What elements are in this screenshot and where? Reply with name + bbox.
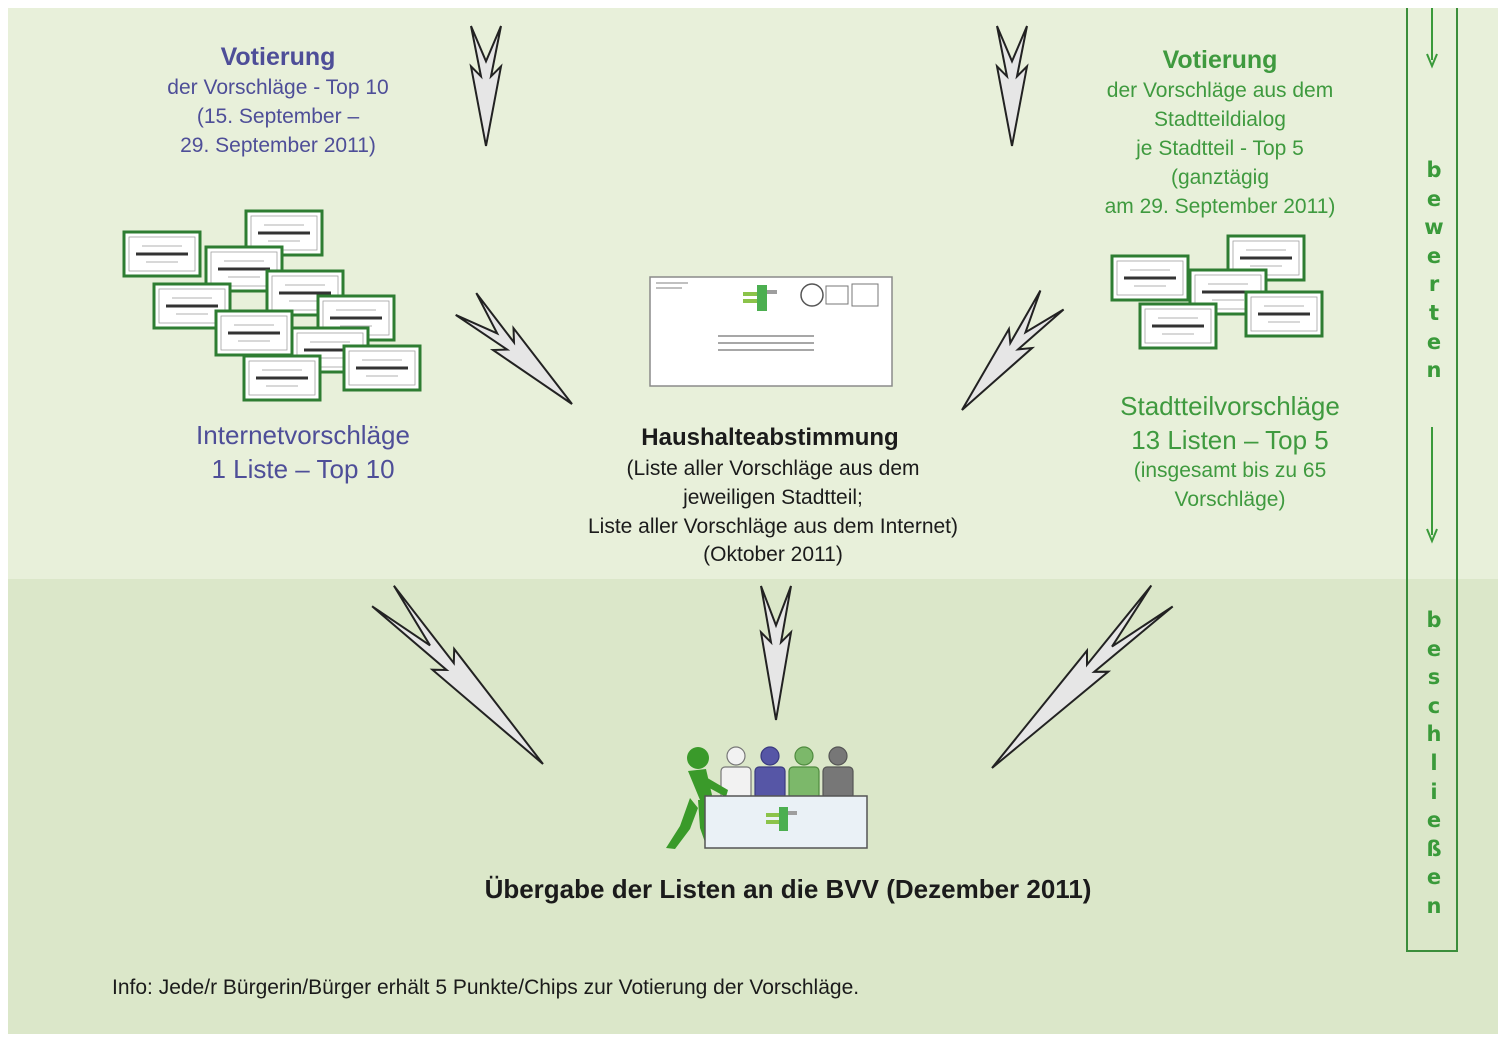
sidebar-letter: b [1426,158,1442,182]
person-gray [822,746,854,800]
right-votierung-line3: je Stadtteil - Top 5 [1136,137,1304,160]
sidebar-letter: ß [1426,836,1442,861]
internet-proposals-icon [122,209,422,402]
district-proposals-count: 13 Listen – Top 5 [1131,425,1329,455]
left-votierung-line2: (15. September – [196,105,360,128]
sidebar-letter: l [1430,750,1438,775]
people-at-table-icon [666,746,868,849]
person-lightgreen [788,746,820,800]
household-vote-line4: (Oktober 2011) [703,543,843,566]
household-vote-title: Haushalteabstimmung [641,424,899,451]
ballot-envelope-icon [649,276,893,387]
flow-arrows [371,25,1174,769]
right-votierung-line2: Stadtteildialog [1154,108,1286,131]
internet-proposals-count: 1 Liste – Top 10 [211,454,395,484]
phase-sidebar [1406,8,1458,952]
sidebar-letter: i [1430,779,1438,804]
internet-proposals-label: Internetvorschläge [196,420,410,450]
sidebar-letter: c [1427,693,1441,718]
district-proposals-note2: Vorschläge) [1174,488,1286,511]
right-votierung-line4: (ganztägig [1170,166,1270,189]
household-vote-line2: jeweiligen Stadtteil; [683,486,863,509]
household-vote-line1: (Liste aller Vorschläge aus dem [626,457,920,480]
sidebar-letter: n [1426,358,1442,383]
district-proposals-icon [1110,234,1324,350]
sidebar-letter: s [1427,665,1441,690]
sidebar-letter: e [1426,808,1442,833]
flow-arrow [961,290,1065,411]
sidebar-letter: h [1426,722,1442,747]
sidebar-letter: b [1426,608,1442,632]
sidebar-letter: n [1426,893,1442,918]
sidebar-letter: e [1426,636,1442,661]
person-white [720,746,752,800]
flow-arrow [371,585,544,765]
sidebar-letter: e [1426,329,1442,354]
handover-title: Übergabe der Listen an die BVV (Dezember… [484,874,1092,904]
person-blue [754,746,786,800]
flow-arrow [995,25,1029,147]
sidebar-letter: e [1426,243,1442,268]
district-proposals-note1: (insgesamt bis zu 65 [1133,459,1327,482]
sidebar-arrows [1426,8,1438,544]
right-votierung-title: Votierung [1162,46,1278,74]
right-votierung-line5: am 29. September 2011) [1104,195,1336,218]
household-vote-line3: Liste aller Vorschläge aus dem Internet) [587,515,959,538]
flow-arrow [991,584,1174,769]
left-votierung-line1: der Vorschläge - Top 10 [167,76,389,99]
left-votierung-title: Votierung [220,43,336,71]
sidebar-letter: e [1426,186,1442,211]
flow-arrow [469,25,503,147]
flow-arrow [455,292,573,405]
flow-arrow [759,585,793,721]
table [704,795,868,849]
left-votierung-line3: 29. September 2011) [180,134,376,157]
district-proposals-label: Stadtteilvorschläge [1120,391,1340,421]
info-note: Info: Jede/r Bürgerin/Bürger erhält 5 Pu… [112,976,860,999]
sidebar-letter: r [1428,272,1440,297]
sidebar-letter: e [1426,865,1442,890]
right-votierung-line1: der Vorschläge aus dem [1106,79,1334,102]
sidebar-letter: t [1428,300,1440,325]
sidebar-letter: w [1424,215,1444,240]
